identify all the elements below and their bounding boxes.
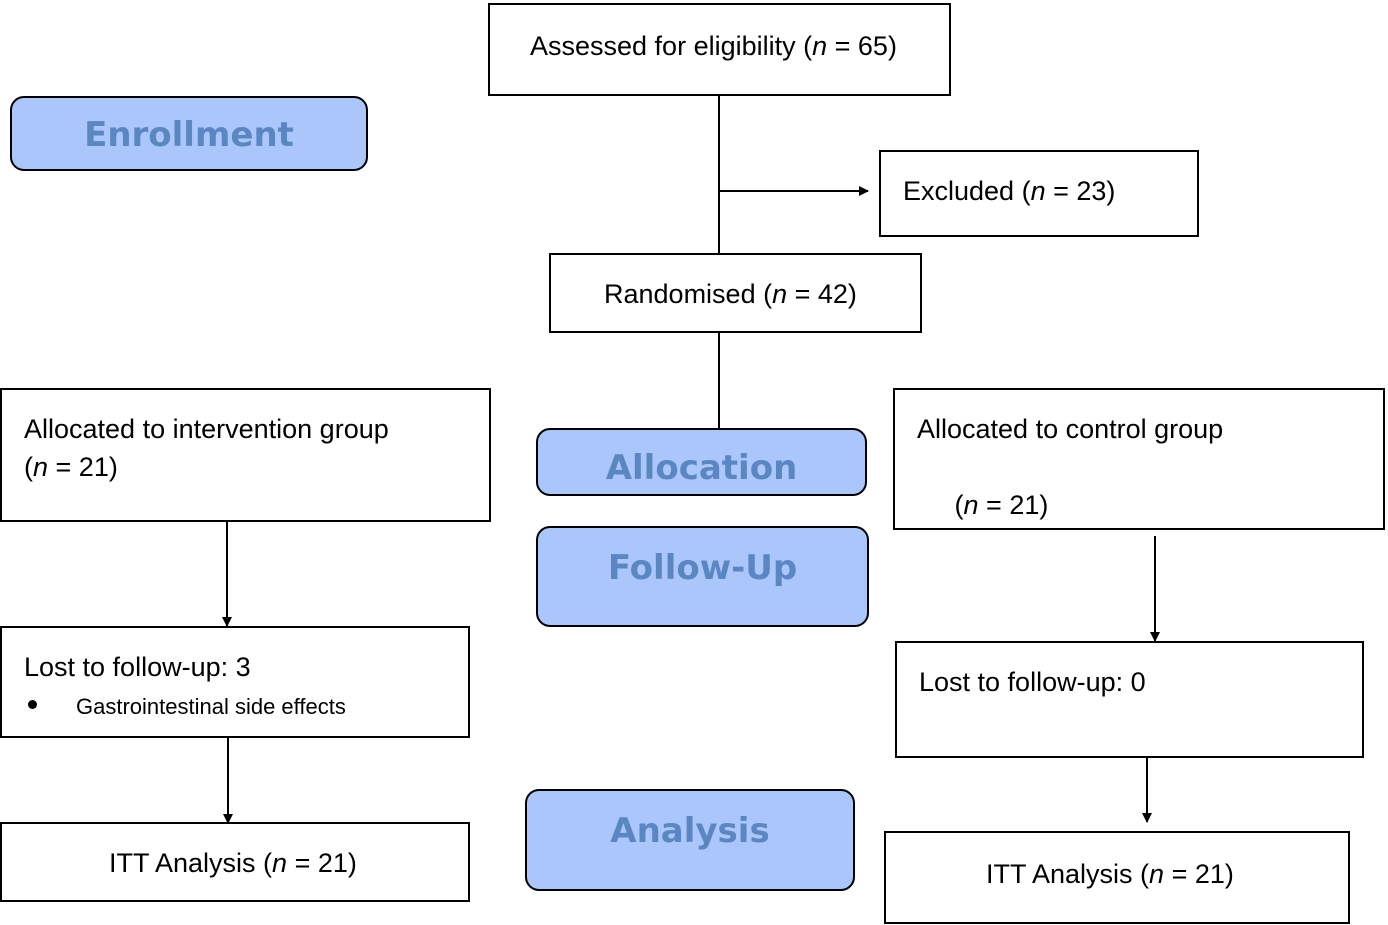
bullet-icon	[28, 700, 37, 709]
stage-analysis: Analysis	[525, 789, 855, 891]
allocated-control-box: Allocated to control group (n = 21)	[893, 388, 1385, 530]
randomised-box: Randomised (n = 42)	[549, 253, 922, 333]
stage-follow-up: Follow-Up	[536, 526, 869, 627]
stage-allocation: Allocation	[536, 428, 867, 496]
allocated-intervention-box: Allocated to intervention group (n = 21)	[0, 388, 491, 522]
itt-analysis-control-box: ITT Analysis (n = 21)	[884, 831, 1350, 924]
stage-enrollment: Enrollment	[10, 96, 368, 171]
lost-follow-up-intervention-box: Lost to follow-up: 3 Gastrointestinal si…	[0, 626, 470, 738]
excluded-box: Excluded (n = 23)	[879, 150, 1199, 237]
itt-analysis-intervention-box: ITT Analysis (n = 21)	[0, 822, 470, 902]
assessed-box: Assessed for eligibility (n = 65)	[488, 3, 951, 96]
lost-follow-up-control-box: Lost to follow-up: 0	[895, 641, 1364, 758]
